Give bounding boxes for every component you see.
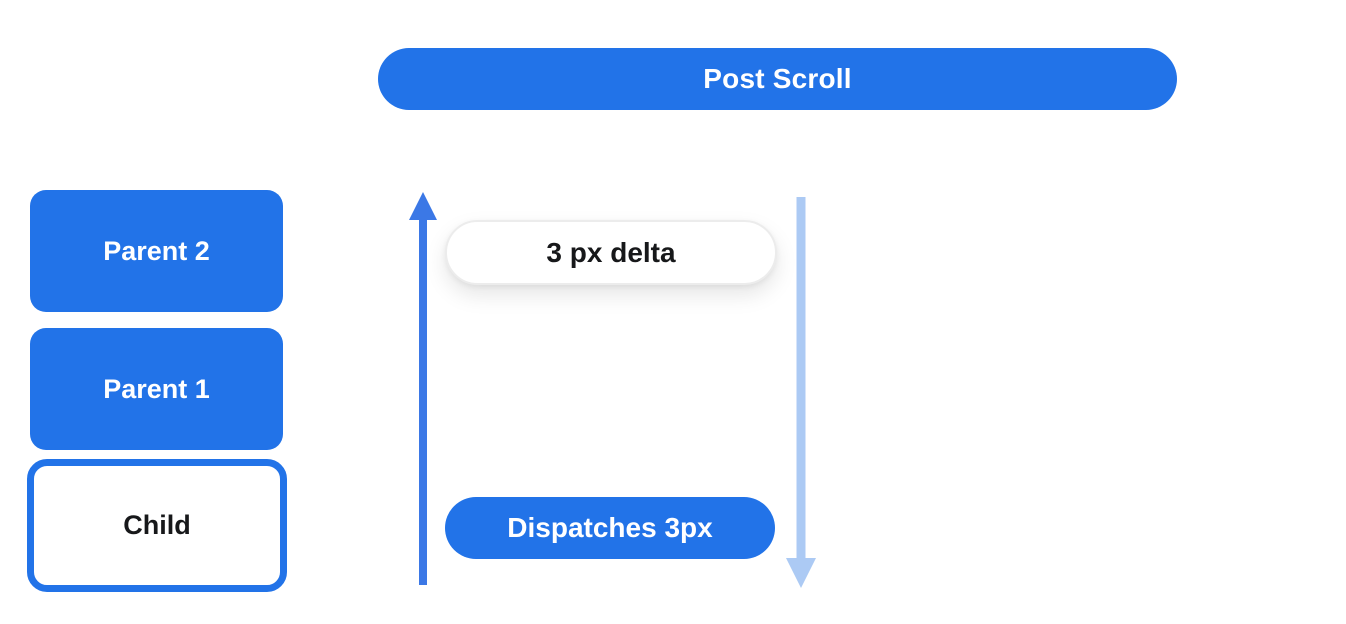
delta-pill: 3 px delta <box>445 220 777 285</box>
node-parent-1-label: Parent 1 <box>103 373 210 404</box>
delta-pill-label: 3 px delta <box>546 236 676 268</box>
node-child-label: Child <box>123 510 191 540</box>
arrow-up-shaft <box>419 216 427 585</box>
dispatch-pill-label: Dispatches 3px <box>507 512 713 543</box>
arrow-down-shaft <box>796 197 806 560</box>
post-scroll-label: Post Scroll <box>703 63 852 94</box>
arrow-up-head <box>409 192 437 220</box>
post-scroll-pill: Post Scroll <box>378 48 1177 110</box>
dispatch-pill: Dispatches 3px <box>445 497 775 559</box>
arrow-down-head <box>786 558 816 588</box>
arrow-down-icon <box>786 197 816 588</box>
node-parent-1: Parent 1 <box>30 328 283 450</box>
node-parent-2: Parent 2 <box>30 190 283 312</box>
node-child: Child <box>27 459 287 592</box>
arrow-up-icon <box>409 192 437 585</box>
node-parent-2-label: Parent 2 <box>103 235 210 266</box>
